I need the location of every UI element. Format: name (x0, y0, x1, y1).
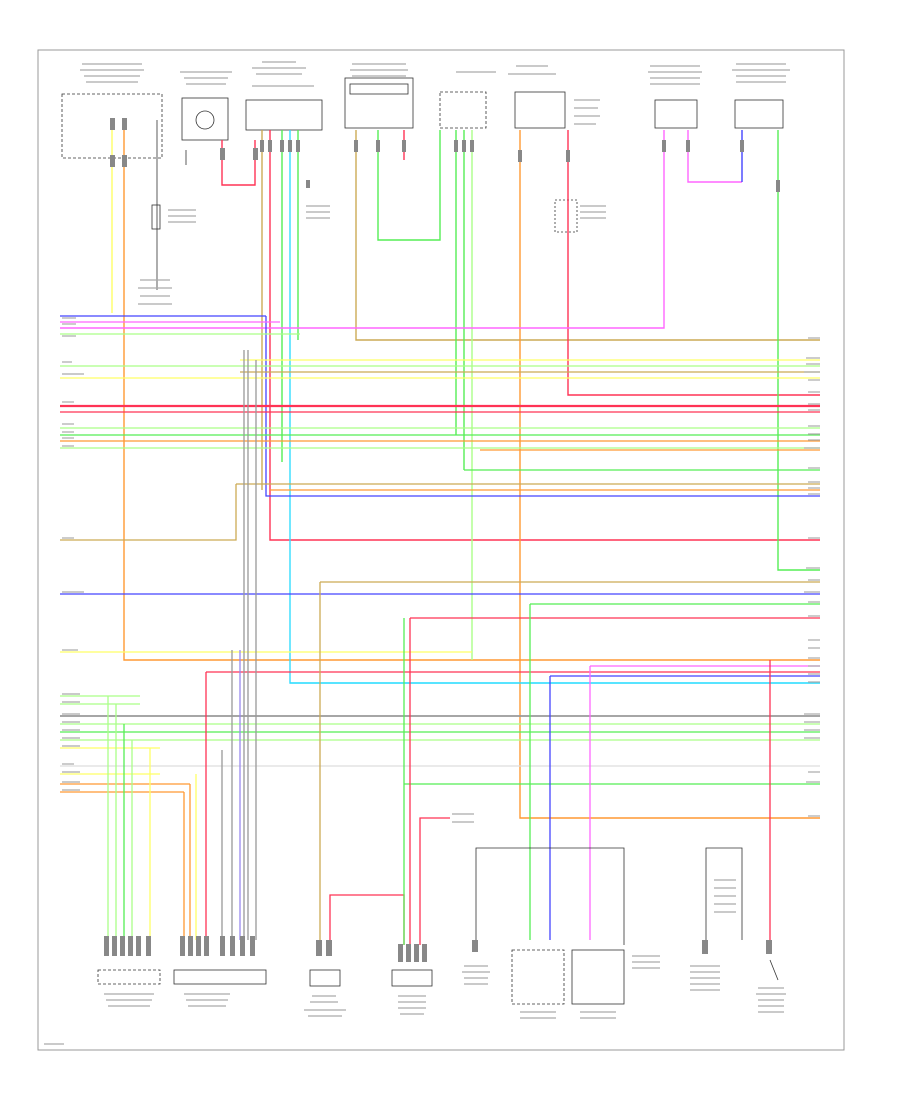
top-connector-pins (110, 118, 780, 192)
connector-bottom-4 (391, 944, 433, 987)
component-bottom-3 (309, 940, 341, 987)
top-components (61, 61, 790, 305)
bottom-components (44, 813, 786, 1045)
left-wire-labels (62, 317, 84, 791)
label-placeholders (80, 61, 790, 305)
diagram-border (37, 49, 845, 1051)
bottom-label-placeholders (44, 813, 786, 1045)
component-bottom-5 (472, 847, 625, 1005)
component-top-5 (439, 91, 578, 233)
component-top-7 (734, 99, 784, 129)
top-vertical-wires (60, 118, 820, 819)
component-top-4 (344, 77, 414, 129)
component-top-6 (654, 99, 698, 129)
connector-bottom-1 (97, 936, 161, 985)
right-wire-labels (804, 337, 820, 817)
horizontal-wires (60, 315, 820, 793)
component-bottom-6 (702, 847, 779, 981)
component-top-2 (181, 97, 229, 165)
bottom-vertical-wires (107, 350, 771, 945)
component-top-3 (245, 99, 323, 131)
connector-bottom-2 (173, 936, 267, 985)
component-top-1 (61, 93, 163, 290)
